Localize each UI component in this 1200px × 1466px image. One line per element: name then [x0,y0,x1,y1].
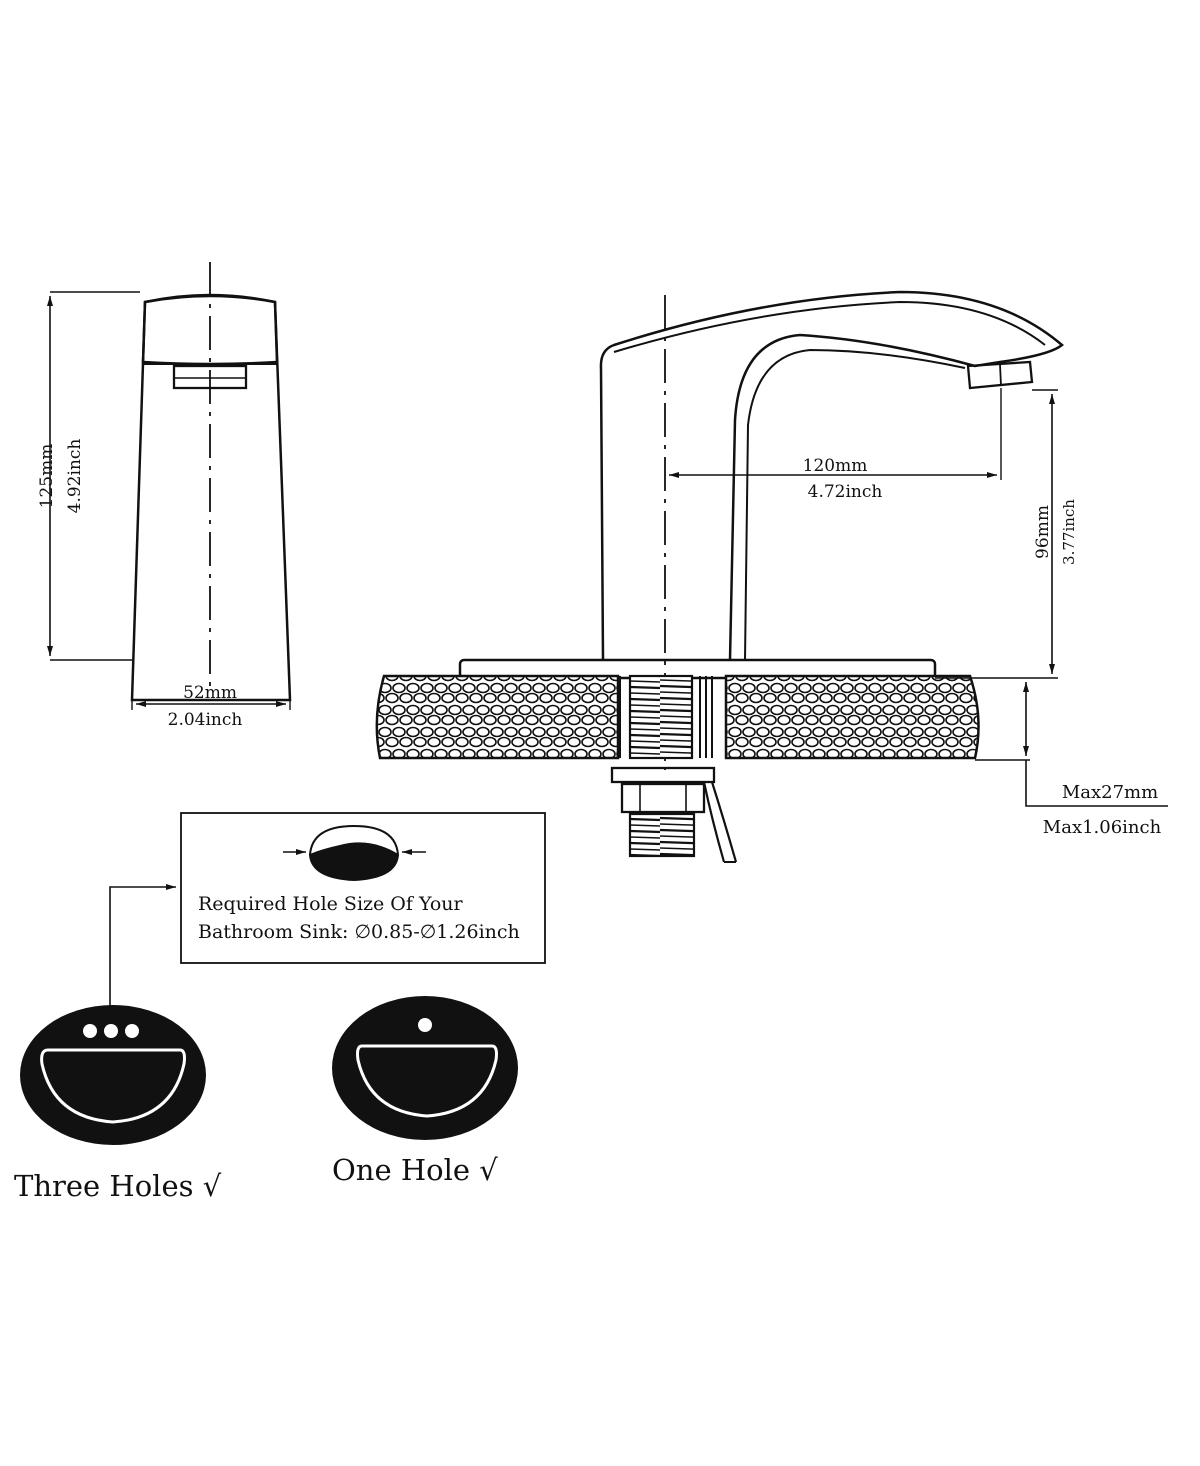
hole-icon-center [104,1024,118,1038]
side-base-plate [458,658,937,680]
one-hole-basin-outline [356,1044,498,1118]
deck-leader-line [1025,760,1168,807]
three-hole-sink-shape [20,1005,206,1145]
spout-height-mm-label: 96mm [1033,505,1053,559]
one-hole-label: One Hole √ [332,1153,498,1187]
front-height-inch-label: 4.92inch [65,439,85,514]
hole-note-box [180,812,546,964]
front-view: 125mm 4.92inch 52mm 2.04inch [37,262,292,730]
sink-three-holes: Three Holes √ [14,1005,222,1203]
deck-max-mm-label: Max27mm [1062,782,1158,803]
spout-height-inch-label: 3.77inch [1060,499,1078,565]
mounting-nut [620,782,706,814]
three-hole-basin-outline [40,1048,186,1124]
shank-thread [628,674,694,760]
hole-icon-left [83,1024,97,1038]
hole-note-line2: Bathroom Sink: ∅0.85-∅1.26inch [198,921,520,943]
hole-note-leader [109,884,176,1030]
reach-mm-label: 120mm [803,456,868,476]
hose-below [702,781,738,863]
front-width-mm-label: 52mm [183,683,237,703]
front-faucet-body [130,294,292,702]
hole-icon [283,824,426,882]
lower-thread [628,812,696,858]
front-height-mm-label: 125mm [37,444,57,509]
mounting-washer [610,766,716,784]
hole-icon-right [125,1024,139,1038]
three-holes-label: Three Holes √ [14,1169,222,1203]
reach-inch-label: 4.72inch [808,482,883,502]
side-aerator [966,360,1034,390]
side-spout-inner [613,300,1046,353]
side-aerator-divider [999,363,1002,387]
hole-icon-single [418,1018,432,1032]
deck-max-inch-label: Max1.06inch [1043,817,1162,838]
front-width-inch-label: 2.04inch [168,710,243,730]
front-aerator [172,364,248,390]
side-view: 120mm 4.72inch 96mm 3.77inch Max27mm Max… [375,290,1168,863]
countertop-right [724,674,980,760]
one-hole-sink-shape [332,996,518,1140]
hole-note-line1: Required Hole Size Of Your [198,893,464,915]
hole-size-note: Required Hole Size Of Your Bathroom Sink… [109,812,546,1030]
side-faucet-body [599,290,1064,661]
side-spout-inner-curve [744,348,966,661]
countertop-left [375,674,620,760]
sink-one-hole: One Hole √ [332,996,518,1187]
